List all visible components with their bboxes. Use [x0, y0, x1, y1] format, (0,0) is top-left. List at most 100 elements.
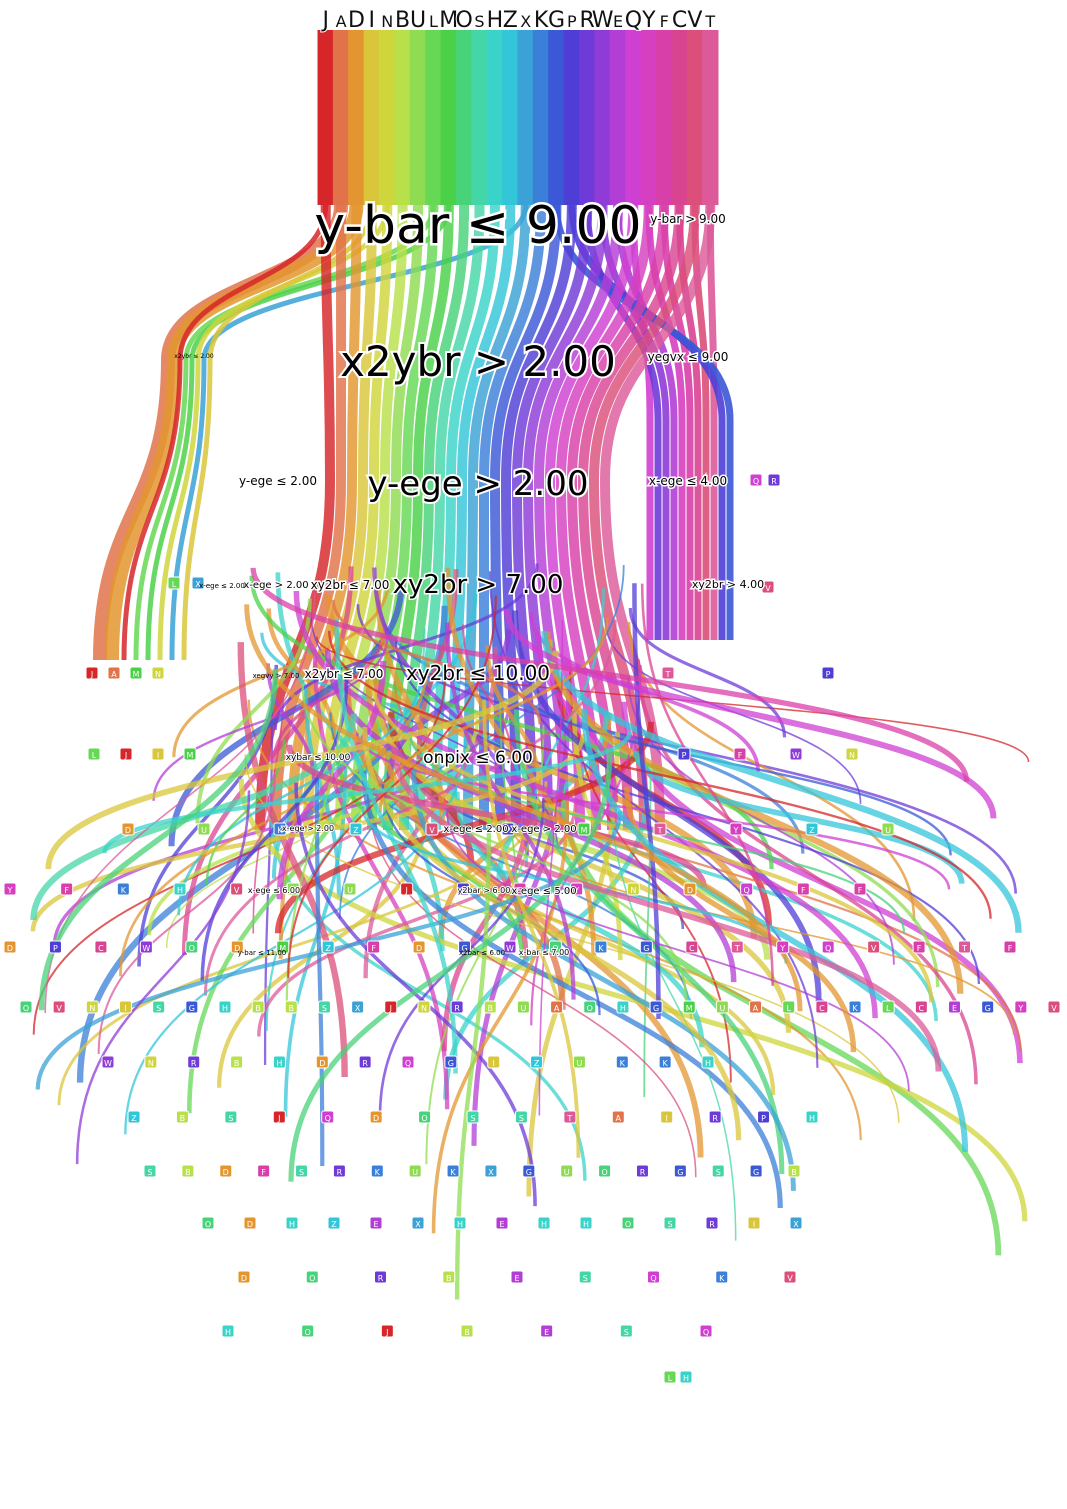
leaf-node-Q: Q	[401, 1055, 415, 1069]
leaf-node-Z: Z	[321, 940, 335, 954]
leaf-node-label: T	[734, 944, 740, 953]
leaf-node-box	[683, 882, 697, 896]
leaf-node-V: V	[230, 882, 244, 896]
leaf-node-label: O	[421, 1114, 427, 1123]
leaf-node-P: P	[456, 882, 470, 896]
leaf-node-label: J	[389, 1004, 392, 1013]
leaf-node-box	[522, 1164, 536, 1178]
leaf-node-box	[548, 940, 562, 954]
leaf-node-label: S	[322, 1004, 327, 1013]
leaf-node-L: L	[782, 1000, 796, 1014]
leaf-node-box	[272, 1110, 286, 1124]
leaf-node-Y: Y	[729, 822, 743, 836]
fan-ribbon-Z	[177, 658, 427, 916]
split-root-right: y-bar > 9.00	[650, 212, 726, 226]
leaf-node-label: N	[148, 1059, 154, 1068]
leaf-node-box	[458, 940, 472, 954]
class-letter-O: O	[456, 8, 473, 33]
leaf-node-label: E	[544, 1328, 549, 1337]
leaf-node-D: D	[219, 1164, 233, 1178]
fan-ribbon-N	[238, 778, 1028, 1222]
leaf-node-label: Y	[779, 944, 785, 953]
class-letter-M: M	[439, 8, 458, 33]
leaf-node-box	[729, 822, 743, 836]
leaf-node-box	[867, 940, 881, 954]
leaf-node-box	[230, 940, 244, 954]
leaf-node-C: C	[914, 1000, 928, 1014]
leaf-node-label: P	[461, 886, 466, 895]
leaf-node-box	[501, 822, 515, 836]
leaf-node-label: B	[289, 1004, 295, 1013]
leaf-node-label: O	[189, 944, 195, 953]
fan-ribbon-C	[640, 583, 774, 986]
leaf-node-J: J	[119, 747, 133, 761]
leaf-node-label: R	[378, 1274, 384, 1283]
leaf-node-D: D	[3, 940, 17, 954]
leaf-node-box	[715, 1000, 729, 1014]
fan-ribbon-D	[544, 631, 964, 994]
leaf-node-label: G	[653, 1004, 659, 1013]
leaf-node-box	[305, 1270, 319, 1284]
leaf-node-box	[87, 747, 101, 761]
leaf-node-box	[201, 1216, 215, 1230]
leaf-node-box	[384, 1000, 398, 1014]
leaf-node-box	[185, 940, 199, 954]
leaf-node-box	[881, 822, 895, 836]
fan-ribbon-C	[272, 624, 387, 764]
leaf-node-label: S	[156, 1004, 161, 1013]
leaf-node-box	[663, 1370, 677, 1384]
leaf-node-label: R	[191, 1059, 197, 1068]
leaf-node-label: R	[771, 477, 777, 486]
leaf-node-H: H	[537, 1216, 551, 1230]
class-letter-B: B	[395, 8, 410, 33]
leaf-node-box	[408, 1164, 422, 1178]
leaf-node-E: E	[510, 1270, 524, 1284]
leaf-node-box	[740, 882, 754, 896]
leaf-node-box	[332, 1164, 346, 1178]
leaf-node-label: Z	[325, 944, 331, 953]
leaf-node-label: N	[89, 1004, 95, 1013]
fan-ribbon-K	[314, 778, 325, 1167]
leaf-node-D: D	[315, 1055, 329, 1069]
leaf-node-P: P	[677, 747, 691, 761]
leaf-node-box	[848, 1000, 862, 1014]
leaf-node-box	[181, 1164, 195, 1178]
left-branch-I	[181, 204, 375, 661]
leaf-node-box	[1014, 1000, 1028, 1014]
leaf-node-K: K	[658, 1055, 672, 1069]
leaf-node-box	[143, 1164, 157, 1178]
leaf-node-label: G	[753, 1168, 759, 1177]
leaf-node-label: G	[643, 944, 649, 953]
leaf-node-box	[52, 1000, 66, 1014]
leaf-node-box	[495, 1216, 509, 1230]
leaf-node-box	[412, 940, 426, 954]
leaf-node-box	[658, 1055, 672, 1069]
leaf-node-label: O	[23, 1004, 29, 1013]
fan-ribbon-E	[444, 622, 576, 1000]
fan-ribbon-W	[75, 790, 251, 1165]
leaf-node-Y: Y	[776, 940, 790, 954]
leaf-node-box	[761, 580, 775, 594]
leaf-node-box	[579, 1216, 593, 1230]
class-letter-J: J	[320, 8, 329, 33]
leaf-node-B: B	[460, 1324, 474, 1338]
leaf-node-label: H	[541, 1220, 547, 1229]
leaf-node-label: P	[826, 670, 831, 679]
leaf-node-R: R	[767, 473, 781, 487]
leaf-node-box	[369, 1216, 383, 1230]
class-letter-P: P	[567, 12, 577, 31]
leaf-node-label: N	[155, 670, 161, 679]
leaf-node-label: A	[753, 1004, 759, 1013]
leaf-node-box	[789, 747, 803, 761]
leaf-node-box	[708, 1110, 722, 1124]
leaf-node-H: H	[221, 1324, 235, 1338]
split-level8: x-ege ≤ 5.00	[511, 886, 576, 897]
leaf-node-I: I	[660, 1110, 674, 1124]
leaf-node-box	[805, 1110, 819, 1124]
leaf-node-label: I	[124, 1004, 126, 1013]
leaf-node-label: K	[121, 886, 127, 895]
leaf-node-box	[444, 1055, 458, 1069]
leaf-node-G: G	[458, 940, 472, 954]
class-letter-T: T	[704, 12, 715, 31]
leaf-node-label: A	[111, 670, 117, 679]
